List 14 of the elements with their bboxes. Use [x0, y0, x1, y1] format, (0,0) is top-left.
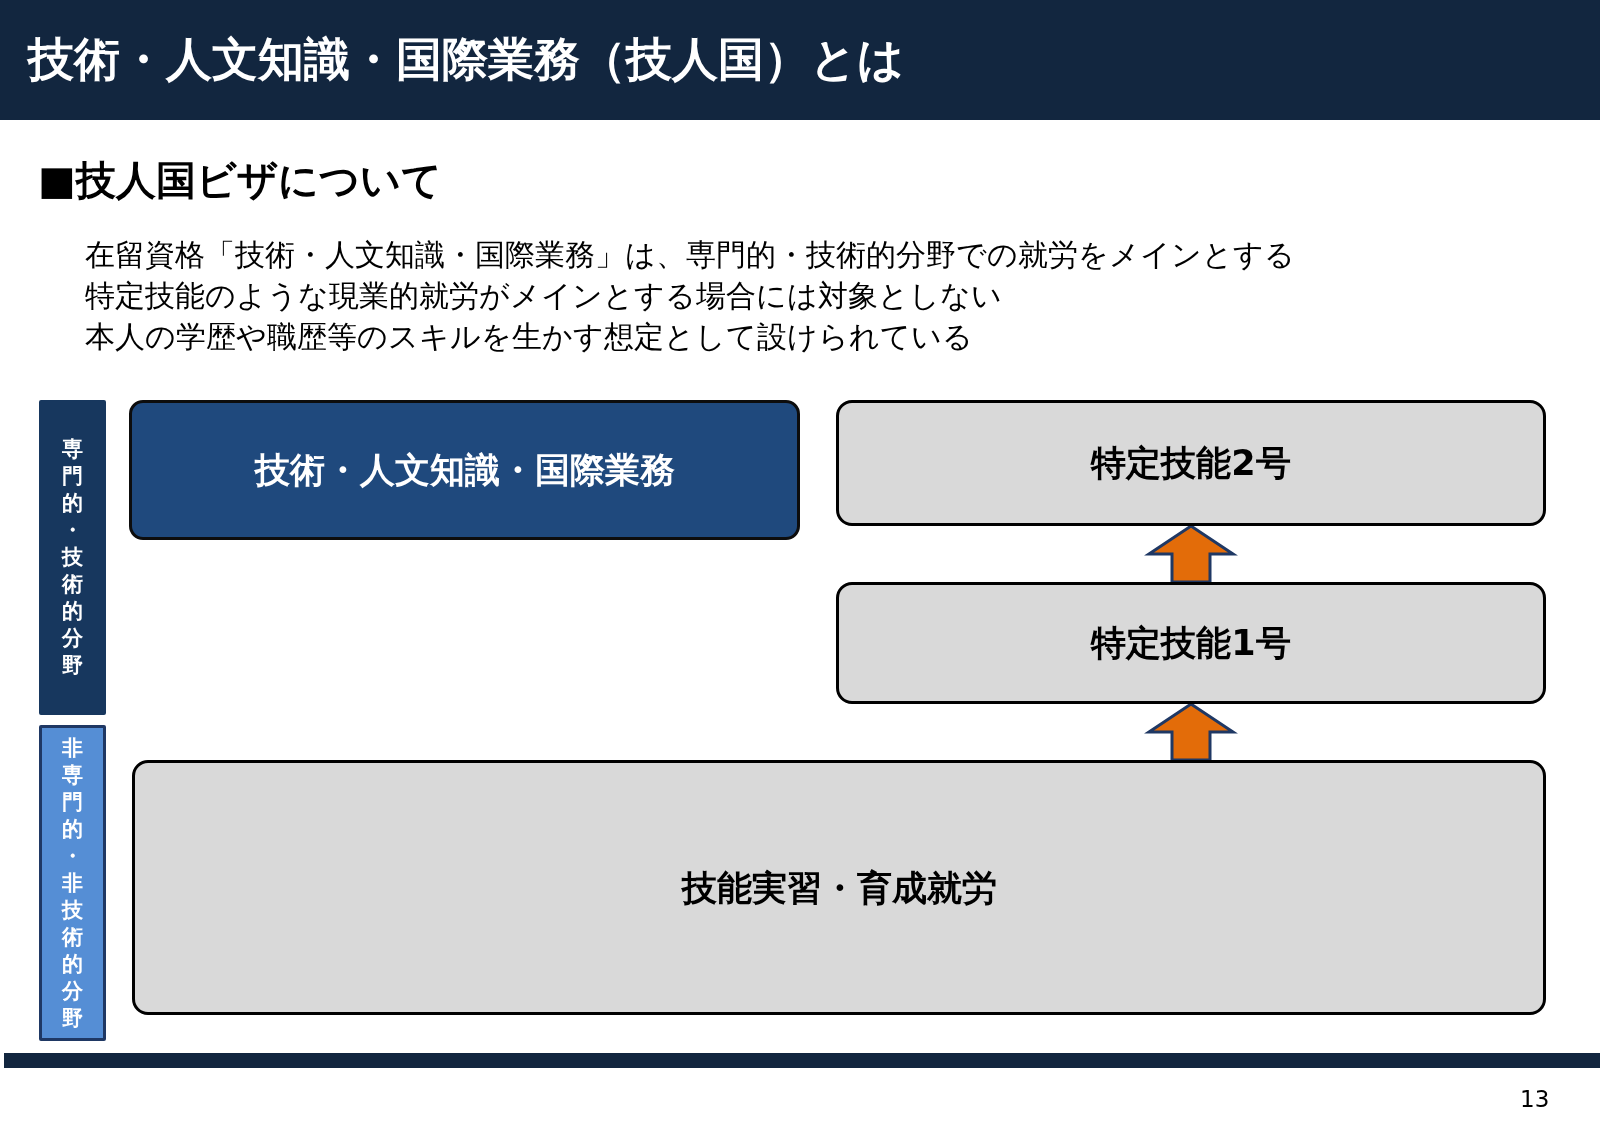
block-arrow: [1144, 524, 1238, 584]
category-box: 技術・人文知識・国際業務: [129, 400, 800, 540]
category-box: 特定技能1号: [836, 582, 1546, 704]
body-text: 在留資格「技術・人文知識・国際業務」は、専門的・技術的分野での就労をメインとする: [85, 236, 1295, 274]
category-band: 専門的・技術的分野: [39, 400, 106, 715]
body-text: 特定技能のような現業的就労がメインとする場合には対象としない: [85, 277, 1002, 315]
slide-title: 技術・人文知識・国際業務（技人国）とは: [28, 31, 904, 87]
category-box: 特定技能2号: [836, 400, 1546, 526]
block-arrow: [1144, 702, 1238, 762]
page-number: 13: [1520, 1085, 1550, 1114]
category-band: 非専門的・非技術的分野: [39, 725, 106, 1041]
section-heading: ■技人国ビザについて: [38, 156, 442, 205]
body-text: 本人の学歴や職歴等のスキルを生かす想定として設けられている: [85, 318, 973, 356]
category-box: 技能実習・育成就労: [132, 760, 1546, 1015]
